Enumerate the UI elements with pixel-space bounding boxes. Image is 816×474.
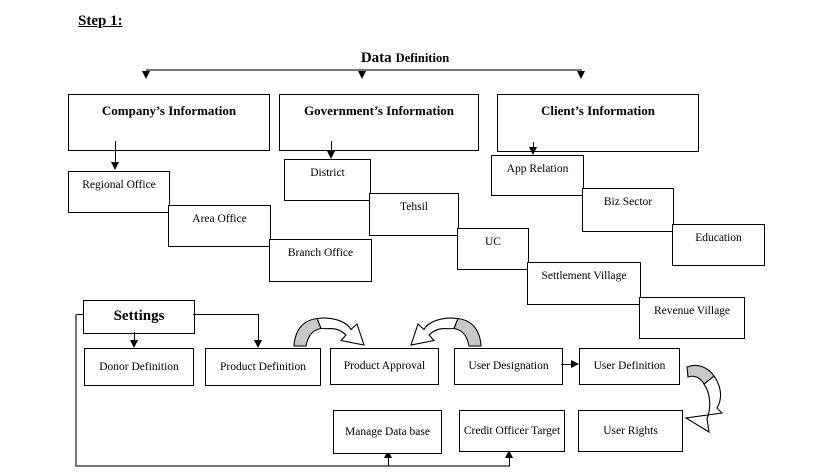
node-companys-information: Company’s Information [68, 94, 270, 151]
arrowhead-district [327, 151, 335, 159]
node-tehsil: Tehsil [369, 193, 459, 236]
node-product-definition: Product Definition [205, 348, 321, 386]
arrowhead-product-definition [254, 340, 262, 348]
connector-government-district [331, 141, 332, 152]
node-app-relation: App Relation [491, 155, 584, 196]
node-user-designation: User Designation [454, 348, 563, 385]
node-donor-definition: Donor Definition [84, 348, 194, 386]
arrowhead-down-government [358, 71, 366, 79]
node-credit-officer-target: Credit Officer Target [459, 410, 565, 452]
connector-bottom-horizontal [75, 465, 510, 467]
node-uc: UC [457, 228, 529, 270]
node-revenue-village: Revenue Village [639, 297, 745, 339]
arrowhead-down-company [142, 71, 150, 79]
connector-settings-donor [134, 332, 135, 341]
curved-arrow-product-definition-to-approval [293, 317, 365, 347]
data-definition-word1: Data [360, 50, 392, 66]
node-user-definition: User Definition [579, 348, 680, 385]
top-connector-line [146, 69, 582, 71]
arrowhead-donor-definition [130, 340, 138, 348]
arrowhead-manage-database [384, 450, 392, 458]
connector-designation-definition [561, 364, 572, 365]
step-title: Step 1: [78, 13, 123, 29]
connector-settings-product-v [258, 314, 259, 341]
node-branch-office: Branch Office [269, 239, 372, 282]
node-education: Education [672, 224, 765, 266]
connector-settings-left-stub [76, 314, 84, 315]
arrowhead-app-relation [529, 147, 537, 155]
arrowhead-user-definition [571, 360, 579, 368]
node-product-approval: Product Approval [330, 348, 439, 385]
node-settlement-village: Settlement Village [527, 262, 641, 305]
curved-arrow-user-definition-to-user-rights [684, 364, 724, 434]
curved-arrow-user-designation-to-product-approval [410, 317, 482, 347]
connector-company-regional [115, 141, 116, 163]
node-user-rights: User Rights [578, 410, 683, 452]
node-biz-sector: Biz Sector [582, 188, 674, 232]
node-clients-information: Client’s Information [497, 94, 699, 152]
node-manage-database: Manage Data base [333, 410, 442, 454]
connector-client-app-relation [533, 142, 534, 148]
node-settings: Settings [83, 300, 195, 334]
node-governments-information: Government’s Information [279, 94, 479, 151]
connector-left-vertical [75, 314, 77, 467]
node-regional-office: Regional Office [68, 171, 170, 213]
data-definition-word2: Definition [395, 51, 450, 65]
arrowhead-credit-officer [505, 450, 513, 458]
connector-manage-database-v [388, 458, 389, 466]
arrowhead-regional-office [111, 162, 119, 170]
arrowhead-down-client [577, 71, 585, 79]
connector-credit-officer-v [509, 458, 510, 466]
node-area-office: Area Office [168, 205, 271, 247]
node-district: District [284, 159, 371, 201]
connector-settings-product-h [193, 314, 259, 315]
